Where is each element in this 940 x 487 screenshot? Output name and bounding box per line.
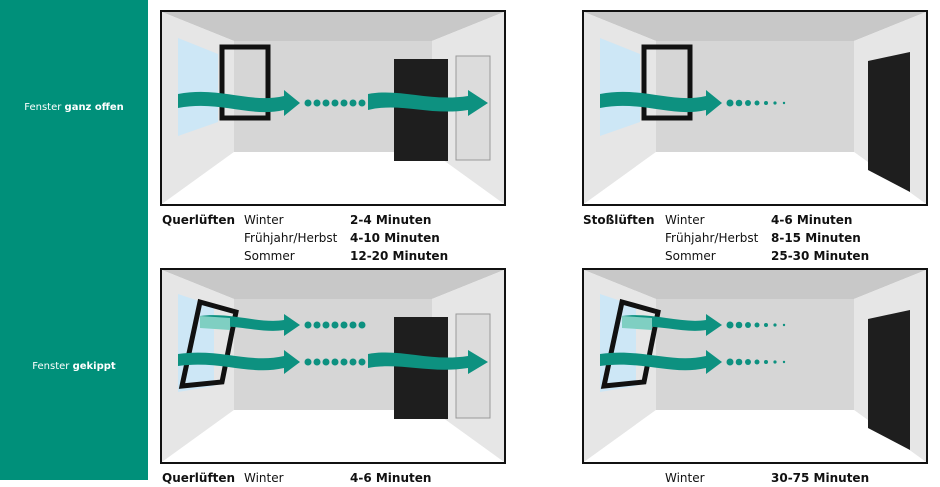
airflow-arrow-lower [178, 350, 300, 374]
legend-time: 4-6 Minuten [771, 213, 853, 227]
legend-time: 8-15 Minuten [771, 231, 861, 245]
room-cross-tilted [160, 268, 506, 468]
airflow-arrow-upper-light [200, 316, 230, 330]
room-ceiling [162, 270, 504, 299]
airflow-arrow-exit [368, 90, 488, 116]
window-glass [600, 38, 640, 136]
row-label-bold: ganz offen [64, 102, 124, 113]
airflow-arrow-upper-light [622, 316, 652, 330]
door [868, 310, 910, 450]
airflow-dots-upper [726, 321, 786, 329]
legend-heading: Stoßlüften [583, 213, 655, 227]
room-frame [160, 268, 506, 464]
window-sash [219, 44, 271, 121]
row-label-tilted: Fenster gekippt [0, 361, 148, 372]
row-label-prefix: Fenster [32, 361, 73, 372]
legend-heading: Querlüften [162, 213, 236, 227]
room-back-wall [656, 299, 854, 410]
window-sash [641, 44, 693, 121]
airflow-dots-upper [304, 321, 366, 329]
legend-season: Frühjahr/Herbst [665, 231, 759, 245]
row-label-bold: gekippt [72, 361, 116, 372]
legend-season: Winter [665, 213, 705, 227]
room-floor [162, 152, 504, 204]
airflow-dots [726, 99, 786, 107]
airflow-arrow-exit [368, 350, 488, 374]
room-ceiling [584, 270, 926, 299]
room-frame [160, 10, 506, 206]
room-back-wall [656, 41, 854, 152]
room-frame [582, 10, 928, 206]
room-floor [584, 410, 926, 462]
room-floor [584, 152, 926, 204]
airflow-dots-lower [726, 358, 786, 366]
legend-time: 2-4 Minuten [350, 213, 432, 227]
room-frame [582, 268, 928, 464]
sidebar-band [0, 0, 148, 480]
legend-time: 25-30 Minuten [771, 249, 870, 263]
airflow-arrow [178, 90, 300, 116]
legend-heading: Querlüften [162, 471, 236, 485]
row-label-prefix: Fenster [24, 102, 65, 113]
legend-time: 12-20 Minuten [350, 249, 449, 263]
airflow-dots [304, 99, 366, 107]
row-label-open: Fenster ganz offen [0, 102, 148, 113]
room-floor [162, 410, 504, 462]
legend-season: Winter [665, 471, 705, 485]
legend-season: Winter [244, 213, 284, 227]
room-shock-tilted [582, 268, 928, 468]
door [868, 52, 910, 192]
legend-season: Winter [244, 471, 284, 485]
airflow-dots-lower [304, 358, 366, 366]
window-glass [178, 38, 218, 136]
legend-season: Sommer [665, 249, 716, 263]
room-ceiling [584, 12, 926, 41]
airflow-arrow [600, 90, 722, 116]
airflow-arrow-lower [600, 350, 722, 374]
legend-time: 30-75 Minuten [771, 471, 870, 485]
legend-season: Sommer [244, 249, 295, 263]
room-ceiling [162, 12, 504, 41]
legend-time: 4-6 Minuten [350, 471, 432, 485]
legend-season: Frühjahr/Herbst [244, 231, 338, 245]
room-shock-open [582, 10, 928, 210]
legend-time: 4-10 Minuten [350, 231, 440, 245]
room-cross-open [160, 10, 506, 210]
